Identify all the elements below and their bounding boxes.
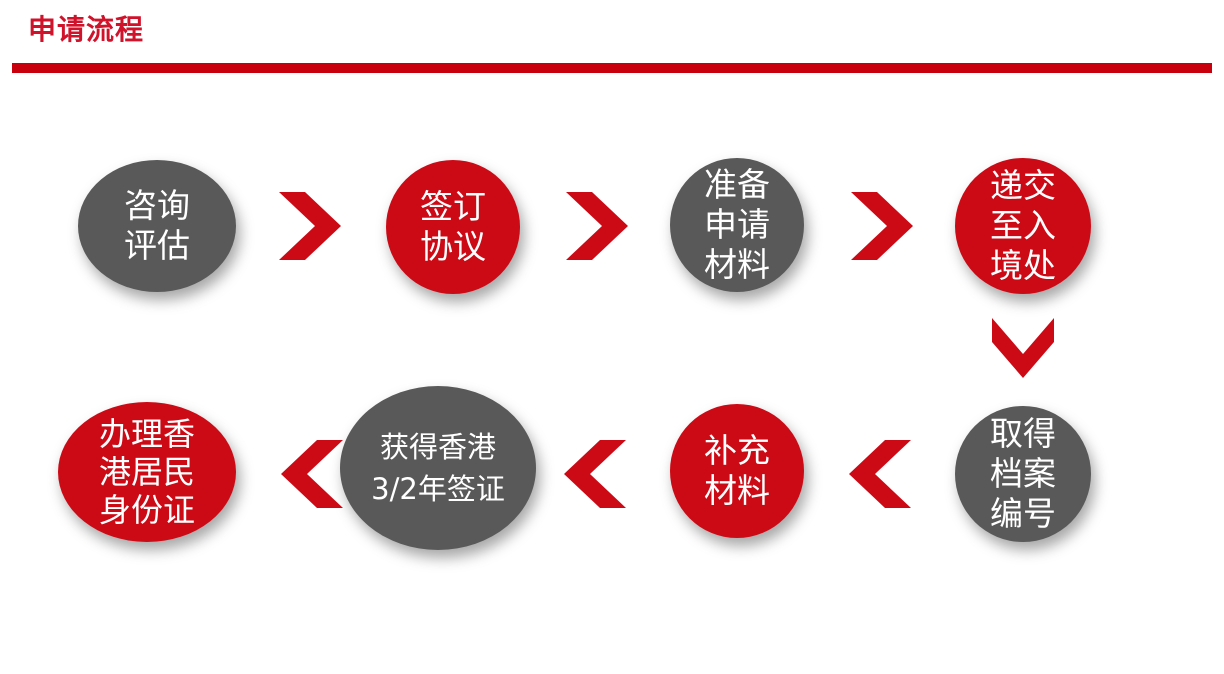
step-consult-evaluate: 咨询 评估 bbox=[78, 160, 236, 292]
step-label: 递交 至入 境处 bbox=[990, 166, 1056, 285]
step-prepare-materials: 准备 申请 材料 bbox=[670, 158, 804, 292]
step-label: 咨询 评估 bbox=[124, 186, 190, 265]
chevron-left-icon bbox=[849, 440, 911, 508]
chevron-right-icon bbox=[566, 192, 628, 260]
step-label: 准备 申请 材料 bbox=[704, 165, 770, 284]
step-get-visa: 获得香港 3/2年签证 bbox=[340, 386, 536, 550]
step-label: 签订 协议 bbox=[420, 187, 486, 266]
page-title: 申请流程 bbox=[28, 13, 145, 46]
step-get-file-number: 取得 档案 编号 bbox=[955, 406, 1091, 542]
step-label: 获得香港 3/2年签证 bbox=[371, 430, 505, 506]
chevron-right-icon bbox=[279, 192, 341, 260]
chevron-right-icon bbox=[851, 192, 913, 260]
chevron-down-icon bbox=[992, 318, 1054, 378]
step-label: 补充 材料 bbox=[704, 431, 770, 510]
chevron-left-icon bbox=[564, 440, 626, 508]
step-submit-immigration: 递交 至入 境处 bbox=[955, 158, 1091, 294]
step-label: 取得 档案 编号 bbox=[990, 414, 1056, 533]
title-divider bbox=[12, 63, 1212, 73]
step-supplement-materials: 补充 材料 bbox=[670, 404, 804, 538]
step-label: 办理香 港居民 身份证 bbox=[98, 415, 195, 529]
chevron-left-icon bbox=[281, 440, 343, 508]
step-apply-hk-id: 办理香 港居民 身份证 bbox=[58, 402, 236, 542]
step-sign-agreement: 签订 协议 bbox=[386, 160, 520, 294]
